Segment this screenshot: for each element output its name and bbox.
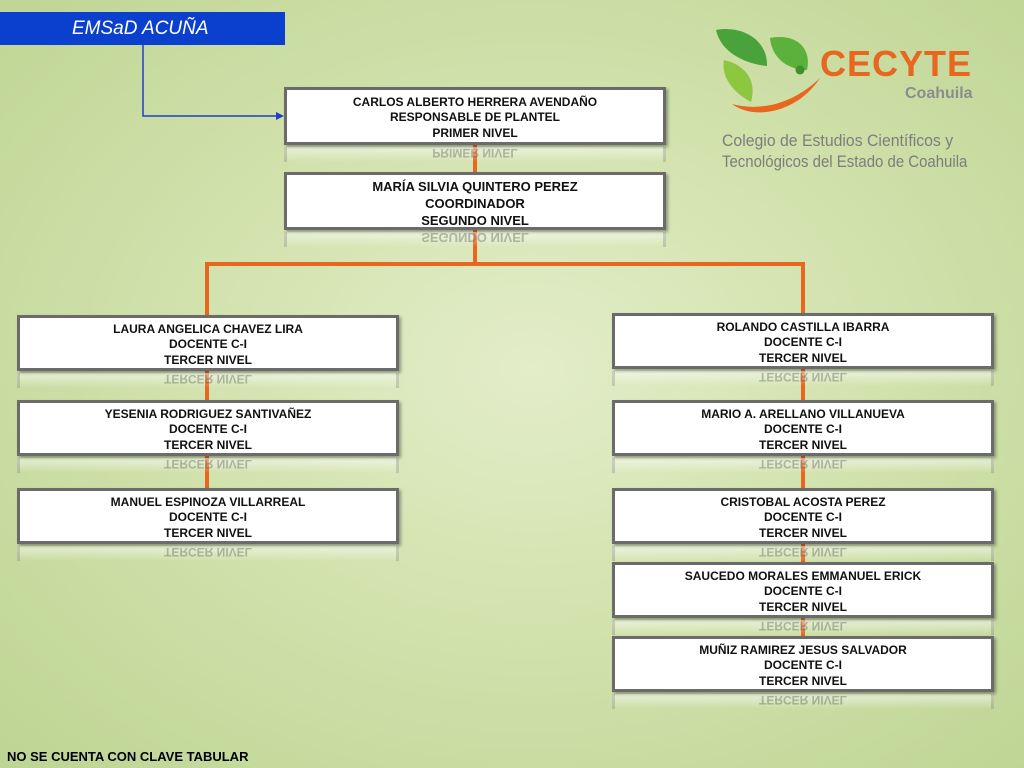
node-name: LAURA ANGELICA CHAVEZ LIRA [113, 322, 303, 336]
reflection-text: TERCER NIVEL [758, 458, 847, 471]
node-role: COORDINADOR [425, 196, 525, 211]
node-level: TERCER NIVEL [758, 525, 847, 540]
node-role: DOCENTE C-I [764, 658, 842, 673]
org-node-right-4: SAUCEDO MORALES EMMANUEL ERICK DOCENTE C… [612, 562, 994, 618]
badge-connector-arrowhead [276, 112, 284, 120]
node-reflection: TERCER NIVEL [612, 371, 994, 386]
node-name: MUÑIZ RAMIREZ JESUS SALVADOR [699, 643, 907, 657]
node-level: TERCER NIVEL [163, 525, 252, 540]
logo-subtitle-line-1: Colegio de Estudios Científicos y [722, 131, 954, 150]
node-reflection: TERCER NIVEL [612, 458, 994, 473]
org-node-right-1: ROLANDO CASTILLA IBARRA DOCENTE C-I TERC… [612, 313, 994, 369]
logo-leaf-right [770, 37, 808, 70]
reflection-text: TERCER NIVEL [163, 458, 252, 471]
node-level: TERCER NIVEL [758, 350, 847, 365]
logo-subtitle-line-2: Tecnológicos del Estado de Coahuila [722, 152, 968, 171]
node-reflection: TERCER NIVEL [17, 373, 399, 388]
node-reflection: TERCER NIVEL [17, 458, 399, 473]
node-reflection: TERCER NIVEL [612, 694, 994, 709]
reflection-text: TERCER NIVEL [163, 373, 252, 386]
node-name: MARIO A. ARELLANO VILLANUEVA [701, 407, 905, 421]
node-level: PRIMER NIVEL [432, 125, 518, 140]
org-node-coordinator: MARÍA SILVIA QUINTERO PEREZ COORDINADOR … [284, 172, 666, 230]
node-level: TERCER NIVEL [758, 437, 847, 452]
reflection-text: TERCER NIVEL [758, 694, 847, 707]
org-node-left-3: MANUEL ESPINOZA VILLARREAL DOCENTE C-I T… [17, 488, 399, 544]
node-name: MANUEL ESPINOZA VILLARREAL [110, 495, 306, 509]
node-level: SEGUNDO NIVEL [421, 213, 529, 228]
node-level: TERCER NIVEL [163, 352, 252, 367]
title-badge-label: EMSaD ACUÑA [72, 18, 209, 39]
reflection-text: PRIMER NIVEL [432, 147, 518, 160]
logo-leaf-dark [716, 29, 768, 66]
node-reflection: TERCER NIVEL [612, 546, 994, 561]
logo-dot [795, 65, 805, 75]
reflection-text: TERCER NIVEL [758, 546, 847, 559]
node-role: DOCENTE C-I [169, 510, 247, 525]
org-node-left-1: LAURA ANGELICA CHAVEZ LIRA DOCENTE C-I T… [17, 315, 399, 371]
node-role: DOCENTE C-I [169, 422, 247, 437]
node-level: TERCER NIVEL [758, 673, 847, 688]
node-role: DOCENTE C-I [764, 422, 842, 437]
node-name: CRISTOBAL ACOSTA PEREZ [720, 495, 886, 509]
title-badge: EMSaD ACUÑA [0, 12, 285, 45]
node-name: YESENIA RODRIGUEZ SANTIVAÑEZ [104, 407, 312, 421]
footer-note: NO SE CUENTA CON CLAVE TABULAR [7, 749, 249, 764]
reflection-text: SEGUNDO NIVEL [421, 232, 529, 245]
org-node-right-5: MUÑIZ RAMIREZ JESUS SALVADOR DOCENTE C-I… [612, 636, 994, 692]
node-level: TERCER NIVEL [758, 599, 847, 614]
node-reflection: TERCER NIVEL [612, 620, 994, 635]
node-role: DOCENTE C-I [169, 337, 247, 352]
node-reflection: TERCER NIVEL [17, 546, 399, 561]
reflection-text: TERCER NIVEL [163, 546, 252, 559]
logo-wordmark: CECYTE [820, 43, 973, 84]
org-node-root: CARLOS ALBERTO HERRERA AVENDAÑO RESPONSA… [284, 87, 666, 145]
org-node-right-2: MARIO A. ARELLANO VILLANUEVA DOCENTE C-I… [612, 400, 994, 456]
node-name: CARLOS ALBERTO HERRERA AVENDAÑO [352, 95, 598, 109]
logo-leaf-light [723, 60, 753, 102]
org-node-left-2: YESENIA RODRIGUEZ SANTIVAÑEZ DOCENTE C-I… [17, 400, 399, 456]
node-name: MARÍA SILVIA QUINTERO PEREZ [372, 179, 578, 194]
node-level: TERCER NIVEL [163, 437, 252, 452]
org-node-right-3: CRISTOBAL ACOSTA PEREZ DOCENTE C-I TERCE… [612, 488, 994, 544]
logo-state-label: Coahuila [905, 85, 973, 102]
node-reflection: PRIMER NIVEL [284, 147, 666, 162]
node-role: DOCENTE C-I [764, 335, 842, 350]
node-reflection: SEGUNDO NIVEL [284, 232, 666, 247]
reflection-text: TERCER NIVEL [758, 371, 847, 384]
node-name: ROLANDO CASTILLA IBARRA [716, 320, 890, 334]
node-role: DOCENTE C-I [764, 510, 842, 525]
logo-swoosh [732, 78, 820, 113]
badge-connector-line [142, 45, 278, 117]
node-role: RESPONSABLE DE PLANTEL [389, 110, 560, 125]
reflection-text: TERCER NIVEL [758, 620, 847, 633]
cecyte-leaf-logo-icon [716, 29, 820, 113]
node-name: SAUCEDO MORALES EMMANUEL ERICK [684, 569, 922, 583]
node-role: DOCENTE C-I [764, 584, 842, 599]
